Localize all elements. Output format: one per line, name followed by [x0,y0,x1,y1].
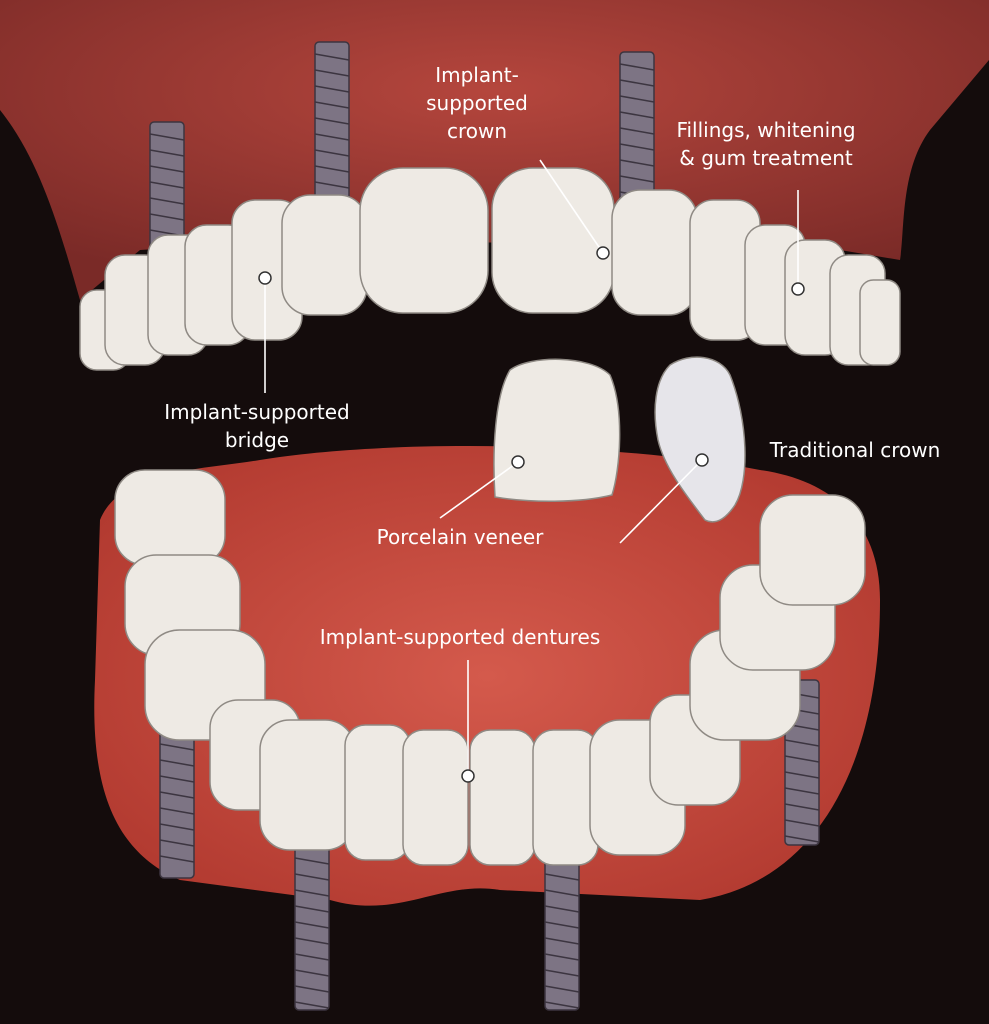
lower-implants [159,679,820,1011]
lower-tooth [402,729,469,866]
label-crown-line2: supported [426,91,528,115]
leader-veneer [439,461,519,519]
leader-traditional [619,459,703,544]
leader-lines [258,159,805,783]
upper-implants [149,41,655,273]
label-crown-line1: Implant- [435,63,519,87]
lower-tooth [532,729,599,866]
lower-tooth [469,729,536,866]
pin-veneer [511,455,525,469]
pin-crown [596,246,610,260]
implant-post [314,41,350,203]
lower-tooth [114,469,226,566]
leader-crown [539,159,604,254]
lower-tooth [759,494,866,606]
pin-fillings [791,282,805,296]
lower-tooth [259,719,356,851]
pin-traditional [695,453,709,467]
label-bridge-line1: Implant-supported [164,400,349,424]
lower-tooth [344,724,411,861]
label-traditional-crown: Traditional crown [769,438,941,462]
label-fillings-line1: Fillings, whitening [676,118,855,142]
label-dentures: Implant-supported dentures [320,625,600,649]
label-bridge-line2: bridge [225,428,289,452]
implant-post [544,829,580,1011]
upper-tooth [859,279,901,366]
lower-teeth [114,469,866,866]
porcelain-veneer-tooth [493,358,621,503]
pin-dentures [461,769,475,783]
label-crown-line3: crown [447,119,507,143]
upper-teeth [79,167,901,371]
upper-tooth [611,189,698,316]
traditional-crown-tooth [654,356,746,523]
pin-bridge [258,271,272,285]
label-porcelain-veneer: Porcelain veneer [377,525,544,549]
upper-tooth [491,167,615,314]
upper-tooth [359,167,489,314]
label-fillings-line2: & gum treatment [679,146,853,170]
implant-post [294,829,330,1011]
upper-tooth [281,194,368,316]
implant-post [619,51,655,213]
